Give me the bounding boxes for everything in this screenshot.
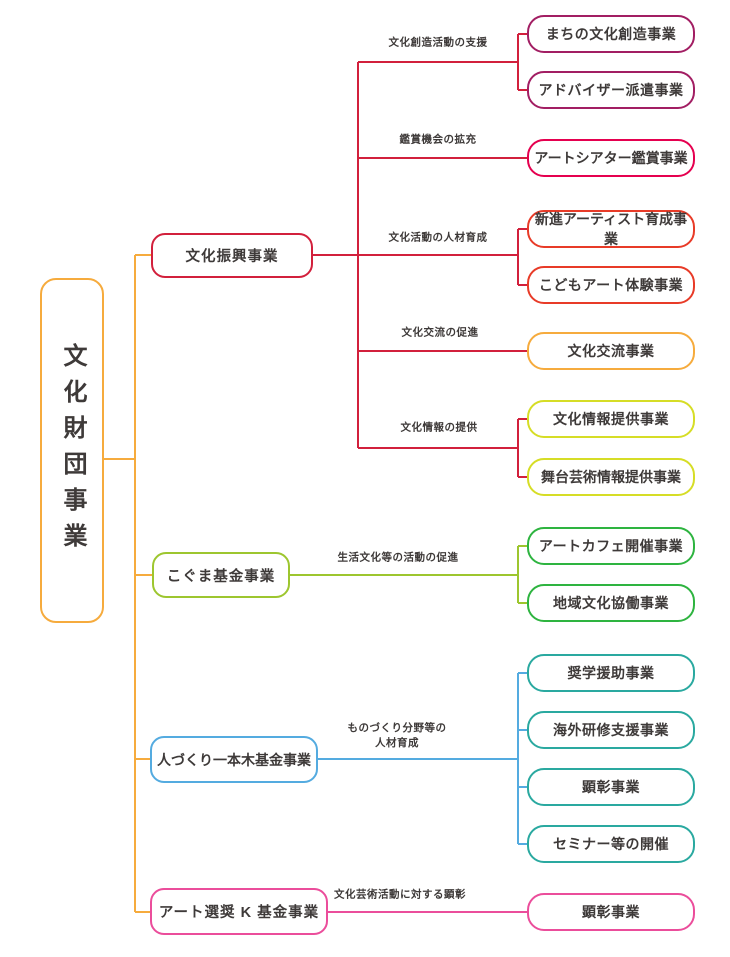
hitozukuri-branch-lines: [318, 672, 527, 845]
node-advisor-haken: アドバイザー派遣事業: [527, 71, 695, 109]
leaf-label: 顕彰事業: [582, 779, 640, 795]
branch-label-monozukuri: ものづくり分野等の 人材育成: [347, 721, 447, 749]
leaf-label: 舞台芸術情報提供事業: [541, 469, 681, 485]
leaf-label: 地域文化協働事業: [553, 595, 669, 611]
node-label: 文化振興事業: [185, 249, 279, 265]
leaf-label: アートシアター鑑賞事業: [534, 150, 688, 166]
node-label: 人づくり一本木基金事業: [157, 751, 311, 768]
leaf-label: アートカフェ開催事業: [538, 538, 684, 554]
node-bunka-shinko-jigyo: 文化振興事業: [151, 233, 313, 278]
bunka-shinko-branch-lines: [313, 33, 527, 478]
leaf-label: まちの文化創造事業: [545, 26, 677, 42]
leaf-label: セミナー等の開催: [553, 836, 669, 852]
node-art-sensho-k-kikin-jigyo: アート選奨 K 基金事業: [150, 888, 328, 935]
branch-label-kouryu: 文化交流の促進: [401, 326, 479, 339]
node-root: 文化財団事業: [40, 278, 104, 623]
koguma-branch-lines: [290, 545, 527, 604]
node-label: こぐま基金事業: [166, 568, 276, 585]
node-machino-bunka-souzou: まちの文化創造事業: [527, 15, 695, 53]
leaf-label: 新進アーティスト育成事業: [534, 211, 688, 247]
node-koguma-kikin-jigyo: こぐま基金事業: [152, 552, 290, 598]
branch-label-souzou: 文化創造活動の支援: [388, 36, 488, 49]
node-hitozukuri-ipponmatsu-kikin-jigyo: 人づくり一本木基金事業: [150, 736, 318, 783]
leaf-label: 奨学援助事業: [567, 665, 655, 681]
node-art-theater-kanshou: アートシアター鑑賞事業: [527, 139, 695, 177]
branch-label-kanshou: 鑑賞機会の拡充: [399, 133, 477, 146]
node-kenshou-jigyo-pink: 顕彰事業: [527, 893, 695, 931]
node-shougaku-enjo: 奨学援助事業: [527, 654, 695, 692]
node-butai-geijutsu-jouhou: 舞台芸術情報提供事業: [527, 458, 695, 496]
node-kaigai-kenshuu-shien: 海外研修支援事業: [527, 711, 695, 749]
branch-label-jinzai: 文化活動の人材育成: [388, 231, 488, 244]
node-kodomo-art-taiken: こどもアート体験事業: [527, 266, 695, 304]
node-art-cafe-kaisai: アートカフェ開催事業: [527, 527, 695, 565]
leaf-label: 顕彰事業: [582, 904, 640, 920]
leaf-label: 海外研修支援事業: [553, 722, 669, 738]
trunk-orange-lines: [104, 254, 152, 913]
branch-label-kenshou: 文化芸術活動に対する顕彰: [334, 888, 466, 901]
node-kenshou-jigyo-teal: 顕彰事業: [527, 768, 695, 806]
node-seminar-kaisai: セミナー等の開催: [527, 825, 695, 863]
node-label: アート選奨 K 基金事業: [158, 905, 320, 921]
branch-label-jouhou: 文化情報の提供: [400, 421, 478, 434]
leaf-label: 文化交流事業: [567, 343, 655, 359]
leaf-label: 文化情報提供事業: [553, 411, 669, 427]
node-shinshin-artist-ikusei: 新進アーティスト育成事業: [527, 210, 695, 248]
node-chiiki-bunka-kyoudou: 地域文化協働事業: [527, 584, 695, 622]
branch-label-seikatsu: 生活文化等の活動の促進: [337, 551, 459, 564]
leaf-label: こどもアート体験事業: [538, 277, 684, 293]
node-bunka-jouhou-teikyou: 文化情報提供事業: [527, 400, 695, 438]
root-label: 文化財団事業: [59, 342, 86, 559]
leaf-label: アドバイザー派遣事業: [538, 82, 684, 98]
node-bunka-kouryu: 文化交流事業: [527, 332, 695, 370]
